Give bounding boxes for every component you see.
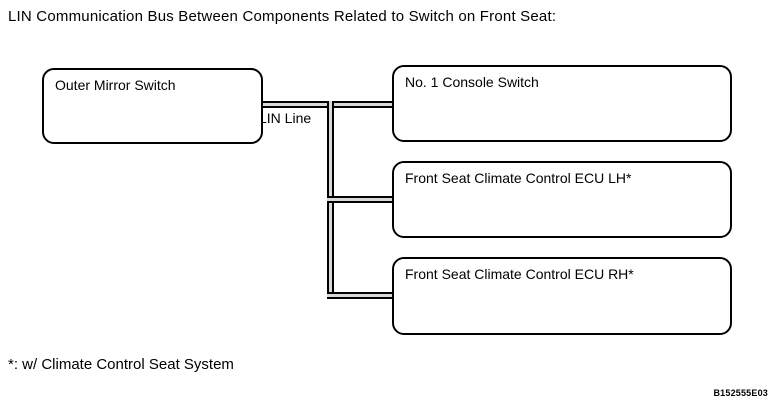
node-outer-mirror-switch-label: Outer Mirror Switch xyxy=(55,77,176,93)
node-front-seat-climate-control-ecu-rh: Front Seat Climate Control ECU RH* xyxy=(392,257,732,335)
figure-code: B152555E03 xyxy=(713,388,768,398)
node-front-seat-climate-control-ecu-lh: Front Seat Climate Control ECU LH* xyxy=(392,161,732,238)
bus-label-lin-line: LIN Line xyxy=(259,110,312,126)
diagram-title: LIN Communication Bus Between Components… xyxy=(8,8,557,25)
node-no1-console-switch: No. 1 Console Switch xyxy=(392,65,732,142)
bus-line-main-horizontal xyxy=(261,101,392,108)
node-front-seat-climate-control-ecu-lh-label: Front Seat Climate Control ECU LH* xyxy=(405,170,632,186)
node-front-seat-climate-control-ecu-rh-label: Front Seat Climate Control ECU RH* xyxy=(405,266,634,282)
footnote: *: w/ Climate Control Seat System xyxy=(8,356,234,373)
node-no1-console-switch-label: No. 1 Console Switch xyxy=(405,74,539,90)
node-outer-mirror-switch: Outer Mirror Switch xyxy=(42,68,263,144)
bus-line-branch-ecu-lh xyxy=(327,196,392,203)
bus-line-branch-ecu-rh xyxy=(327,292,392,299)
